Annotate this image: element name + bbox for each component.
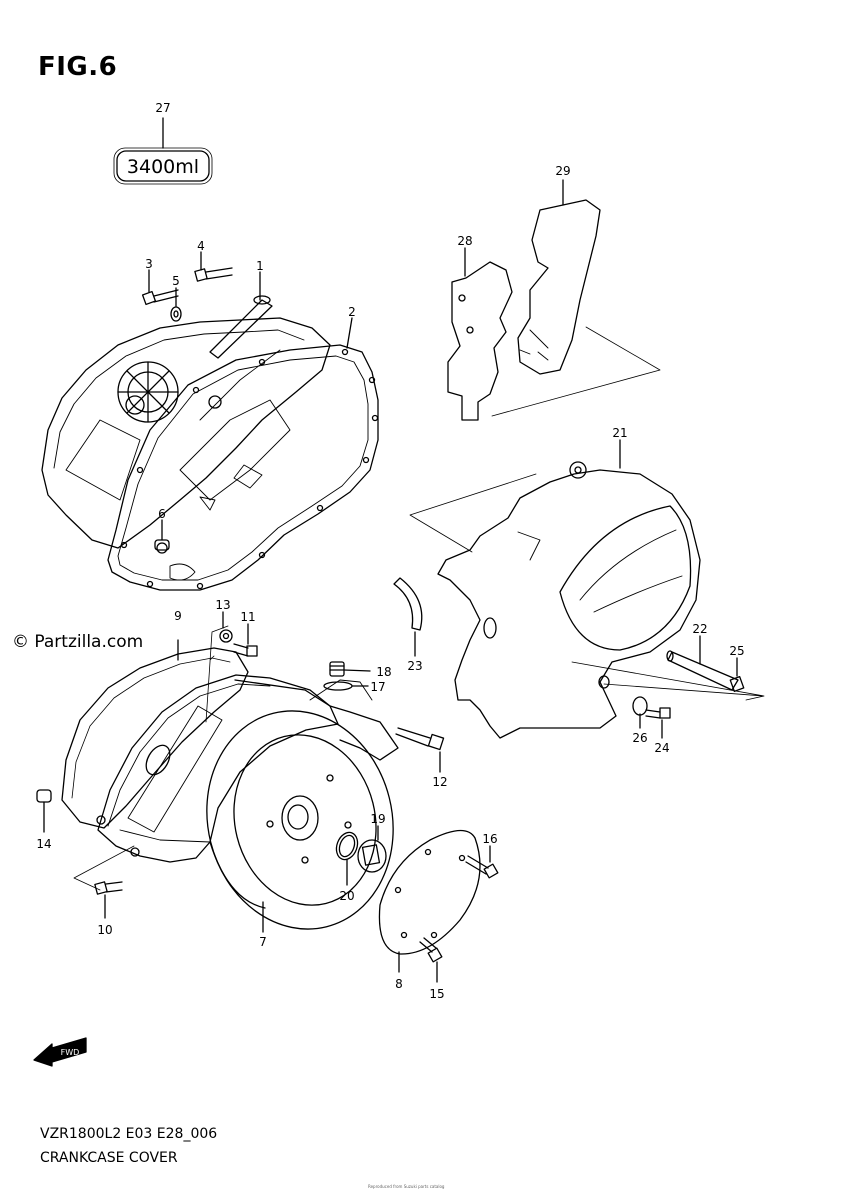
callout-20[interactable]: 20 — [339, 889, 354, 903]
sleeve-22 — [571, 635, 765, 701]
callout-16[interactable]: 16 — [482, 832, 497, 846]
outer-cover-gasket — [61, 639, 249, 829]
oil-filler-plug-18 — [329, 661, 371, 677]
callout-5[interactable]: 5 — [172, 274, 180, 288]
callout-13[interactable]: 13 — [215, 598, 230, 612]
bolt-24 — [645, 707, 671, 739]
callout-17[interactable]: 17 — [370, 680, 385, 694]
bracket-29 — [517, 179, 601, 375]
nut-25 — [729, 657, 745, 692]
callout-9[interactable]: 9 — [174, 609, 182, 623]
dowel-pin-14 — [36, 789, 52, 833]
callout-21[interactable]: 21 — [612, 426, 627, 440]
outer-crankcase-cover — [96, 674, 399, 933]
crankcase-cover-gasket — [107, 344, 379, 591]
callout-3[interactable]: 3 — [145, 257, 153, 271]
figure-title: FIG.6 — [38, 52, 118, 82]
bracket-28 — [447, 247, 513, 421]
callout-26[interactable]: 26 — [632, 731, 647, 745]
timing-plug-19 — [357, 825, 387, 873]
callout-14[interactable]: 14 — [36, 837, 51, 851]
washer-13 — [219, 611, 233, 643]
oil-capacity-label: 3400ml — [113, 117, 213, 185]
o-ring-17 — [323, 681, 369, 691]
clutch-outer-cover-21 — [437, 439, 701, 739]
bolt-12 — [395, 727, 445, 773]
footer-note: Reproduced from Suzuki parts catalog — [368, 1184, 445, 1189]
washer-5 — [170, 287, 182, 322]
callout-28[interactable]: 28 — [457, 234, 472, 248]
screw-16 — [465, 845, 499, 879]
callout-18[interactable]: 18 — [376, 665, 391, 679]
dowel-pin-6 — [154, 519, 170, 551]
callout-27[interactable]: 27 — [155, 101, 170, 115]
inner-crankcase-cover — [41, 295, 331, 554]
model-code: VZR1800L2 E03 E28_006 — [40, 1126, 218, 1142]
cover-plate-8 — [378, 829, 481, 973]
damper-26 — [598, 675, 648, 729]
callout-7[interactable]: 7 — [259, 935, 267, 949]
callout-2[interactable]: 2 — [348, 305, 356, 319]
bolt-4 — [194, 251, 233, 282]
callout-8[interactable]: 8 — [395, 977, 403, 991]
callout-22[interactable]: 22 — [692, 622, 707, 636]
bolt-11 — [233, 623, 258, 657]
callout-19[interactable]: 19 — [370, 812, 385, 826]
screw-15 — [419, 937, 443, 983]
figure-description: CRANKCASE COVER — [40, 1150, 178, 1166]
callout-12[interactable]: 12 — [432, 775, 447, 789]
bolt-3 — [141, 269, 179, 306]
callout-10[interactable]: 10 — [97, 923, 112, 937]
forward-arrow-label: FWD — [61, 1048, 80, 1057]
clip-23 — [393, 577, 423, 657]
oil-capacity-text: 3400ml — [127, 156, 199, 178]
callout-29[interactable]: 29 — [555, 164, 570, 178]
forward-arrow-icon: FWD — [33, 1037, 87, 1067]
watermark: © Partzilla.com — [12, 632, 144, 652]
bolt-10 — [73, 845, 135, 919]
o-ring-20 — [335, 831, 359, 886]
callout-15[interactable]: 15 — [429, 987, 444, 1001]
callout-1[interactable]: 1 — [256, 259, 264, 273]
callout-23[interactable]: 23 — [407, 659, 422, 673]
callout-6[interactable]: 6 — [158, 507, 166, 521]
callout-25[interactable]: 25 — [729, 644, 744, 658]
callout-11[interactable]: 11 — [240, 610, 255, 624]
callout-4[interactable]: 4 — [197, 239, 205, 253]
callout-24[interactable]: 24 — [654, 741, 669, 755]
